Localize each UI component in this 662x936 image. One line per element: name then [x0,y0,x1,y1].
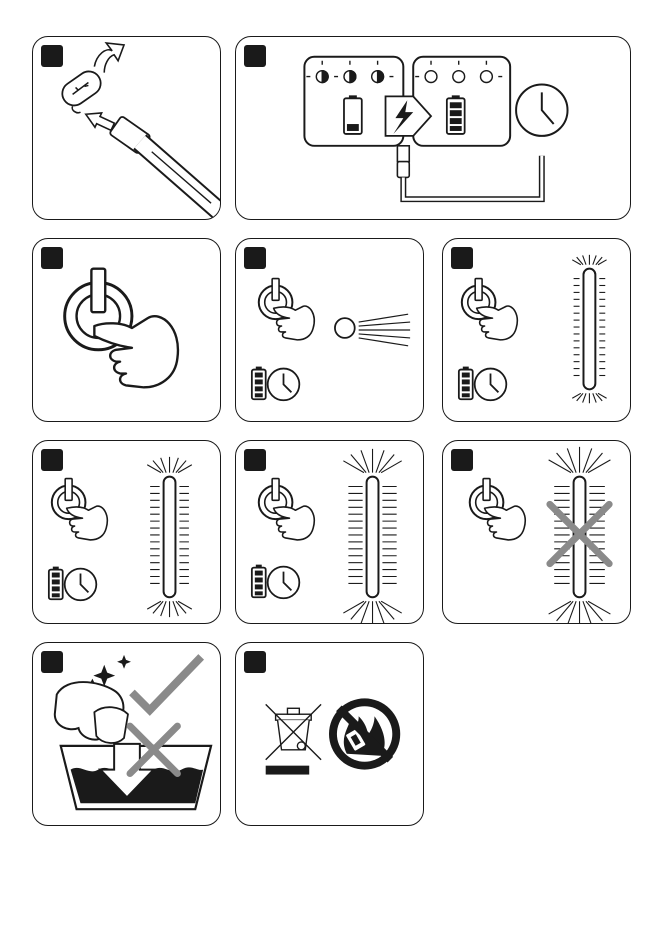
step-2-illustration [236,37,630,219]
light-tube-icon [343,449,401,623]
power-button-icon [470,479,525,540]
light-tube-icon [572,255,606,403]
charging-bolt-icon [386,96,432,136]
step-1-panel [32,36,221,220]
light-ray [147,465,161,473]
step-6-panel [32,440,221,624]
light-ray [567,448,576,472]
light-ray [361,601,369,623]
battery-full-icon [459,367,506,401]
light-ray [583,601,592,623]
battery-low-icon [344,95,362,134]
check-mark-icon [132,657,201,710]
step-4-illustration [236,239,423,421]
battery-full-icon [49,567,96,601]
step-10-panel [235,642,424,826]
light-ray [376,601,384,623]
light-tube-icon [147,457,192,617]
water-basin-icon [61,744,211,809]
light-ray [178,465,192,473]
no-fire-icon [329,698,400,769]
power-button-icon [259,479,314,540]
step-3-illustration [33,239,220,421]
power-button-icon [259,279,314,340]
hand-icon [94,43,124,73]
pointing-hand-icon [94,316,178,387]
usb-cable-icon [397,146,541,199]
step-9-panel [32,642,221,826]
cloth-icon [94,707,128,743]
light-ray [178,601,192,609]
step-4-panel [235,238,424,422]
light-ray [567,601,576,623]
step-8-panel [442,440,631,624]
step-10-illustration [236,643,423,825]
light-ray [147,601,161,609]
battery-full-icon [252,565,299,599]
step-5-panel [442,238,631,422]
light-ray [593,255,596,264]
step-1-illustration [33,37,220,219]
power-button-icon [52,479,107,540]
step-5-illustration [443,239,630,421]
light-ray [583,255,586,264]
usb-plug-icon [58,67,106,110]
battery-full-icon [252,367,299,401]
light-ray [376,450,384,472]
step-3-panel [32,238,221,422]
battery-full-icon [447,95,465,134]
step-6-illustration [33,441,220,623]
light-ray [583,448,592,472]
power-button-icon [462,279,517,340]
light-ray [583,393,586,402]
step-9-illustration [33,643,220,825]
step-7-illustration [236,441,423,623]
light-ray [593,393,596,402]
step-8-illustration [443,441,630,623]
crossed-bin-icon [266,704,321,774]
flashlight-beam-icon [335,314,410,346]
clock-icon [516,84,567,135]
step-7-panel [235,440,424,624]
step-2-panel [235,36,631,220]
light-ray [361,450,369,472]
